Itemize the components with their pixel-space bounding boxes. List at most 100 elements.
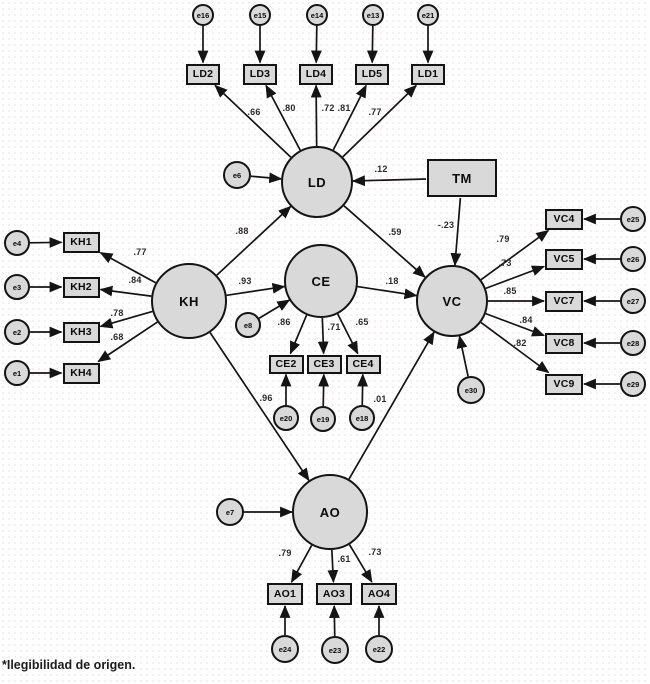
error-term-e16: e16 xyxy=(192,4,214,26)
coefficient-VC-VC9: .82 xyxy=(513,338,527,348)
path-arrow-LD-LD2 xyxy=(214,84,292,158)
indicator-KH3: KH3 xyxy=(62,321,100,343)
path-arrow-KH-KH2 xyxy=(99,285,152,297)
path-arrow-CE-CE3 xyxy=(317,317,329,355)
coefficient-CE-CE2: .86 xyxy=(277,317,291,327)
coefficient-KH-KH3: .78 xyxy=(110,308,124,318)
coefficient-AO-AO3: .61 xyxy=(337,554,351,564)
indicator-KH4: KH4 xyxy=(62,362,100,384)
error-term-e3: e3 xyxy=(4,274,30,300)
indicator-AO4: AO4 xyxy=(361,583,397,605)
error-term-e19: e19 xyxy=(310,406,336,432)
indicator-LD2: LD2 xyxy=(186,63,220,85)
indicator-CE4: CE4 xyxy=(345,354,381,374)
indicator-LD3: LD3 xyxy=(243,63,277,85)
path-arrow-CE-CE2 xyxy=(289,314,308,355)
path-arrow-KH-KH1 xyxy=(99,251,157,284)
error-term-e27: e27 xyxy=(620,288,646,314)
coefficient-LD-LD4: .72 xyxy=(321,103,335,113)
coefficient-KH-CE: .93 xyxy=(238,276,252,286)
footnote: *Ilegibilidad de origen. xyxy=(2,658,136,672)
path-arrow-e13-LD5 xyxy=(366,25,378,64)
path-arrow-e14-LD4 xyxy=(310,25,322,64)
coefficient-CE-VC: .18 xyxy=(385,276,399,286)
error-term-e8: e8 xyxy=(235,312,261,338)
path-arrow-VC-VC8 xyxy=(485,312,546,337)
path-arrow-TM-VC xyxy=(450,197,462,267)
indicator-KH1: KH1 xyxy=(62,231,100,253)
path-arrow-LD-LD1 xyxy=(342,84,417,158)
path-arrow-e18-CE4 xyxy=(357,373,369,406)
path-arrow-KH-KH4 xyxy=(97,321,158,363)
error-term-e2: e2 xyxy=(4,319,30,345)
latent-KH: KH xyxy=(151,263,227,339)
error-term-e18: e18 xyxy=(349,405,375,431)
coefficient-AO-AO4: .73 xyxy=(368,547,382,557)
error-term-e20: e20 xyxy=(273,405,299,431)
coefficient-VC-VC5: .73 xyxy=(498,258,512,268)
indicator-AO1: AO1 xyxy=(267,583,303,605)
error-term-e4: e4 xyxy=(4,230,30,256)
coefficient-KH-KH1: .77 xyxy=(133,247,147,257)
coefficient-TM-LD: .12 xyxy=(374,164,388,174)
error-term-e6: e6 xyxy=(223,161,251,189)
error-term-e24: e24 xyxy=(271,635,299,663)
path-arrow-AO-VC xyxy=(348,331,435,480)
indicator-KH2: KH2 xyxy=(62,276,100,298)
coefficient-TM-VC: -.23 xyxy=(437,220,455,230)
coefficient-KH-AO: .96 xyxy=(259,393,273,403)
path-arrow-e8-CE xyxy=(258,299,291,320)
path-arrow-e6-LD xyxy=(250,172,283,184)
path-arrow-LD-VC xyxy=(343,205,426,278)
latent-AO: AO xyxy=(292,474,368,550)
coefficient-KH-KH4: .68 xyxy=(110,332,124,342)
path-arrow-TM-LD xyxy=(351,175,427,187)
coefficient-LD-LD3: .80 xyxy=(282,103,296,113)
latent-VC: VC xyxy=(416,265,488,337)
error-term-e15: e15 xyxy=(249,4,271,26)
error-term-e22: e22 xyxy=(365,635,393,663)
path-arrow-e30-VC xyxy=(456,335,469,377)
path-arrow-CE-VC xyxy=(357,285,418,300)
path-arrow-LD-LD3 xyxy=(265,84,301,151)
path-arrow-VC-VC5 xyxy=(485,265,546,290)
coefficient-CE-CE4: .65 xyxy=(355,317,369,327)
error-term-e30: e30 xyxy=(457,376,485,404)
indicator-VC8: VC8 xyxy=(545,332,583,354)
indicator-LD1: LD1 xyxy=(411,63,445,85)
error-term-e26: e26 xyxy=(620,246,646,272)
path-arrow-LD-LD5 xyxy=(332,84,367,151)
indicator-AO3: AO3 xyxy=(316,583,352,605)
coefficient-AO-AO1: .79 xyxy=(278,548,292,558)
error-term-e23: e23 xyxy=(321,636,349,664)
path-arrow-KH-AO xyxy=(209,332,310,482)
indicator-VC7: VC7 xyxy=(545,290,583,312)
error-term-e28: e28 xyxy=(620,330,646,356)
path-arrow-LD-LD4 xyxy=(310,84,322,147)
coefficient-LD-LD2: .66 xyxy=(247,107,261,117)
exogenous-box-TM: TM xyxy=(427,159,497,197)
path-arrow-VC-VC4 xyxy=(480,229,550,281)
coefficient-LD-VC: .59 xyxy=(388,227,402,237)
error-term-e25: e25 xyxy=(620,206,646,232)
coefficient-LD-LD1: .77 xyxy=(368,107,382,117)
path-arrow-KH-CE xyxy=(226,282,286,297)
path-arrow-e23-AO3 xyxy=(329,604,340,637)
latent-CE: CE xyxy=(284,244,358,318)
path-arrow-AO-AO1 xyxy=(290,544,313,583)
error-term-e7: e7 xyxy=(216,498,244,526)
indicator-CE3: CE3 xyxy=(306,354,342,374)
path-arrow-KH-LD xyxy=(216,205,292,276)
coefficient-VC-VC4: .79 xyxy=(496,234,510,244)
coefficient-KH-LD: .88 xyxy=(235,226,249,236)
coefficient-LD-LD5: .81 xyxy=(337,103,351,113)
indicator-VC4: VC4 xyxy=(545,208,583,230)
path-arrow-CE-CE4 xyxy=(336,313,359,355)
path-arrow-VC-VC9 xyxy=(480,321,550,374)
latent-LD: LD xyxy=(281,146,353,218)
coefficient-VC-VC7: .85 xyxy=(503,286,517,296)
error-term-e1: e1 xyxy=(4,360,30,386)
path-arrow-AO-AO3 xyxy=(327,549,339,584)
